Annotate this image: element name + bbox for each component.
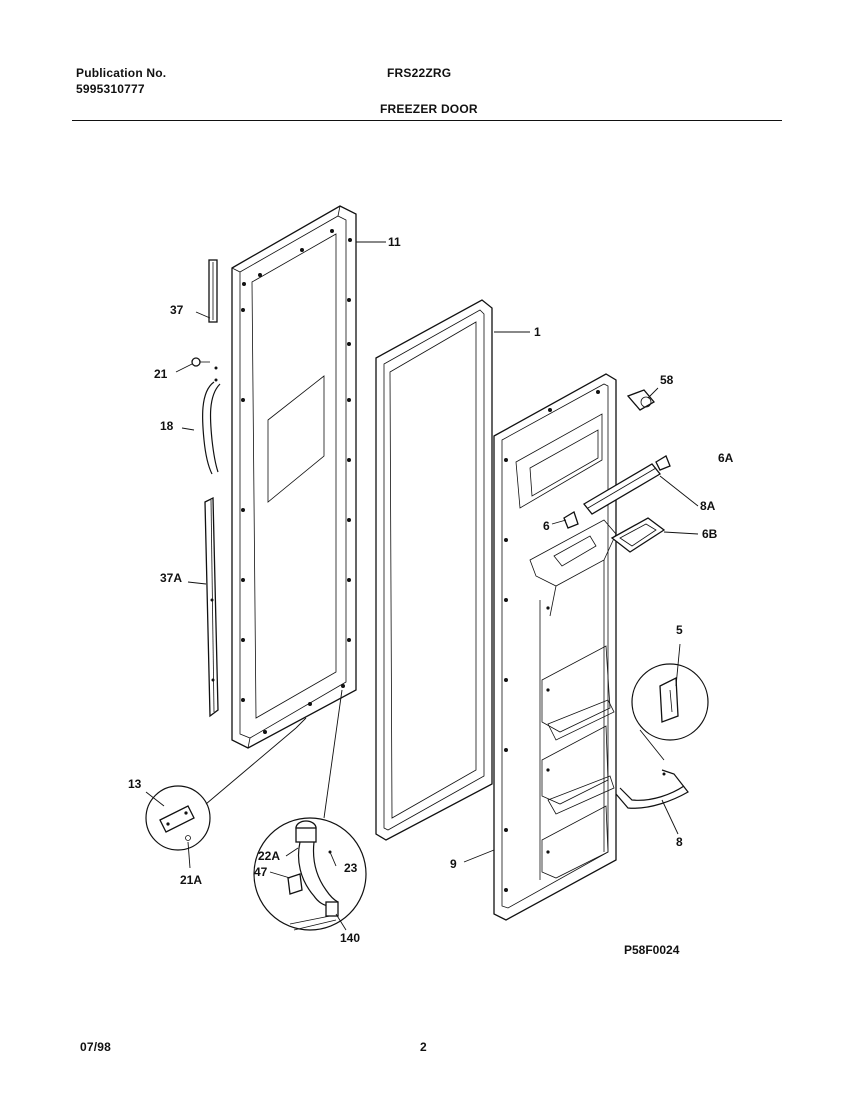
callout-8: 8: [676, 835, 683, 849]
footer-date: 07/98: [80, 1040, 112, 1054]
hinge-strip-upper: [208, 259, 218, 323]
publication-label: Publication No.: [76, 66, 167, 80]
callout-6a: 6A: [718, 451, 734, 465]
header-rule: [72, 120, 782, 121]
inner-door-liner: [493, 373, 617, 921]
cover-6a: [655, 455, 671, 471]
callout-23: 23: [344, 861, 358, 875]
callout-1: 1: [534, 325, 541, 339]
callout-8a: 8A: [700, 499, 716, 513]
publication-number: 5995310777: [76, 82, 145, 96]
section-title: FREEZER DOOR: [380, 102, 478, 116]
figure-code: P58F0024: [624, 943, 680, 957]
callout-21a: 21A: [180, 873, 202, 887]
screw-58: [626, 389, 655, 411]
screw: [191, 357, 218, 370]
callout-21: 21: [154, 367, 168, 381]
callout-58: 58: [660, 373, 674, 387]
outer-door-panel: [231, 205, 357, 749]
callout-140: 140: [340, 931, 360, 945]
clip-6: [563, 511, 579, 529]
callout-9: 9: [450, 857, 457, 871]
detail-circle-wiring: [253, 689, 367, 931]
door-handle: [201, 378, 221, 475]
model-number: FRS22ZRG: [387, 66, 452, 80]
callout-37a: 37A: [160, 571, 182, 585]
detail-circle-hinge: [145, 717, 307, 851]
callout-leaders: [145, 241, 699, 931]
callout-18: 18: [160, 419, 174, 433]
callout-5: 5: [676, 623, 683, 637]
callout-6: 6: [543, 519, 550, 533]
hinge-strip-lower: [204, 496, 219, 718]
callout-47: 47: [254, 865, 268, 879]
shelf-bracket: [615, 769, 689, 809]
callout-6b: 6B: [702, 527, 718, 541]
callout-22a: 22A: [258, 849, 280, 863]
rail-8a: [583, 463, 661, 515]
callout-11: 11: [388, 235, 401, 249]
actuator-6b: [610, 517, 666, 553]
footer-page-number: 2: [420, 1040, 427, 1054]
door-gasket: [375, 299, 493, 841]
callout-13: 13: [128, 777, 142, 791]
detail-circle-5: [631, 663, 709, 761]
callout-37: 37: [170, 303, 184, 317]
